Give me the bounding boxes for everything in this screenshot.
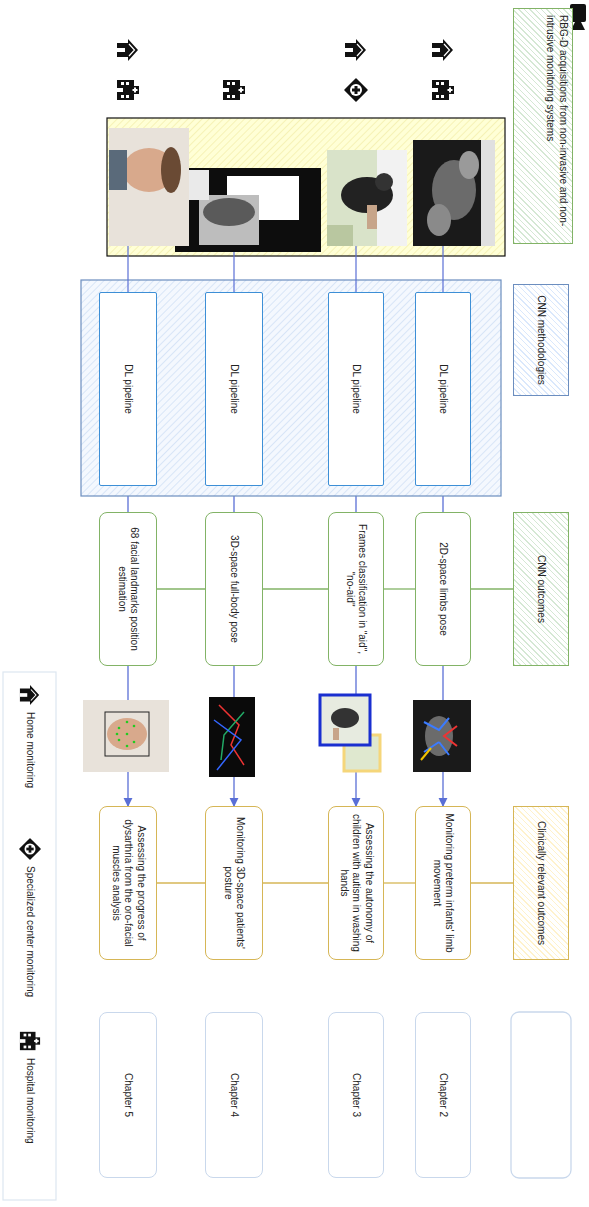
pipeline-box: DL pipeline bbox=[99, 292, 157, 486]
connector bbox=[263, 882, 328, 883]
header-box: CNN methodologies bbox=[513, 284, 569, 396]
box-label: Chapter 5 bbox=[122, 1073, 135, 1117]
connector bbox=[263, 588, 328, 589]
pose3d-thumbnail bbox=[209, 697, 255, 777]
hospital-icon bbox=[117, 80, 139, 100]
outcome-box: 3D-space full-body pose bbox=[205, 512, 263, 666]
outcome-box: Frames classification in "aid", "no-aid" bbox=[328, 512, 384, 666]
box-label: DL pipeline bbox=[437, 364, 450, 414]
header-box: RBG-D acquisitions from non-invasive and… bbox=[513, 8, 573, 244]
connector bbox=[384, 588, 415, 589]
home-icon bbox=[20, 685, 39, 705]
connector bbox=[157, 588, 205, 589]
box-label: 2D-space limbs pose bbox=[437, 542, 450, 635]
clinical-box: Assessing the autonomy of children with … bbox=[328, 806, 384, 960]
connector bbox=[157, 882, 205, 883]
box-label: Chapter 3 bbox=[350, 1073, 363, 1117]
limb-thumbnail bbox=[413, 700, 471, 772]
box-label: Chapter 2 bbox=[437, 1073, 450, 1117]
box-label: Monitoring preterm infants' limb movemen… bbox=[431, 813, 456, 953]
outcome-box: 2D-space limbs pose bbox=[415, 512, 471, 666]
chapter-box: Chapter 2 bbox=[415, 1012, 471, 1178]
header-box: CNN outcomes bbox=[513, 512, 569, 666]
box-label: Frames classification in "aid", "no-aid" bbox=[344, 519, 369, 659]
depth-photo bbox=[413, 140, 495, 246]
home-icon bbox=[345, 39, 366, 61]
chapter-box: Chapter 5 bbox=[99, 1012, 157, 1178]
legend-box bbox=[3, 672, 56, 1200]
chapter-box: Chapter 3 bbox=[328, 1012, 384, 1178]
hospital-icon bbox=[432, 80, 454, 100]
box-label: DL pipeline bbox=[122, 364, 135, 414]
hospital-icon bbox=[223, 80, 245, 100]
box-label: Monitoring 3D-space patients' posture bbox=[222, 813, 247, 953]
box-label: CNN methodologies bbox=[535, 295, 548, 385]
handwash-photo bbox=[327, 150, 407, 246]
fullbody-photo bbox=[175, 168, 321, 252]
face-photo bbox=[109, 128, 189, 246]
input-lines bbox=[128, 246, 443, 292]
box-label: Assessing the autonomy of children with … bbox=[337, 813, 375, 953]
pipeline-box: DL pipeline bbox=[415, 292, 471, 486]
specialized-icon bbox=[345, 79, 367, 101]
connector bbox=[471, 588, 513, 589]
clinical-box: Monitoring preterm infants' limb movemen… bbox=[415, 806, 471, 960]
box-label: 68 facial landmarks position estimation bbox=[116, 519, 141, 659]
legend-label: Hospital monitoring bbox=[24, 1058, 36, 1144]
box-label: Chapter 4 bbox=[228, 1073, 241, 1117]
box-label: DL pipeline bbox=[228, 364, 241, 414]
box-label: Clinically relevant outcomes bbox=[535, 821, 548, 945]
acquisition-panel bbox=[107, 118, 505, 256]
box-label: Assessing the progress of dysarthria fro… bbox=[109, 813, 147, 953]
clinical-box: Monitoring 3D-space patients' posture bbox=[205, 806, 263, 960]
frame-thumbnail bbox=[320, 695, 380, 771]
box-label: 3D-space full-body pose bbox=[228, 535, 241, 643]
cnn-band bbox=[81, 280, 501, 496]
box-label: DL pipeline bbox=[350, 364, 363, 414]
legend-label: Specialized center monitoring bbox=[24, 866, 36, 997]
landmark-thumbnail bbox=[83, 700, 169, 772]
pipeline-box: DL pipeline bbox=[328, 292, 384, 486]
pipeline-box: DL pipeline bbox=[205, 292, 263, 486]
hospital-icon bbox=[20, 1032, 40, 1050]
box-label: CNN outcomes bbox=[535, 555, 548, 623]
connector bbox=[384, 882, 415, 883]
home-icon bbox=[432, 39, 453, 61]
connector bbox=[471, 882, 513, 883]
legend-label: Home monitoring bbox=[24, 712, 36, 788]
empty-header-box bbox=[511, 1012, 571, 1178]
clinical-box: Assessing the progress of dysarthria fro… bbox=[99, 806, 157, 960]
chapter-box: Chapter 4 bbox=[205, 1012, 263, 1178]
box-label: RBG-D acquisitions from non-invasive and… bbox=[544, 15, 569, 237]
outcome-box: 68 facial landmarks position estimation bbox=[99, 512, 157, 666]
specialized-icon bbox=[20, 839, 40, 859]
home-icon bbox=[117, 39, 138, 61]
header-box: Clinically relevant outcomes bbox=[513, 806, 569, 960]
